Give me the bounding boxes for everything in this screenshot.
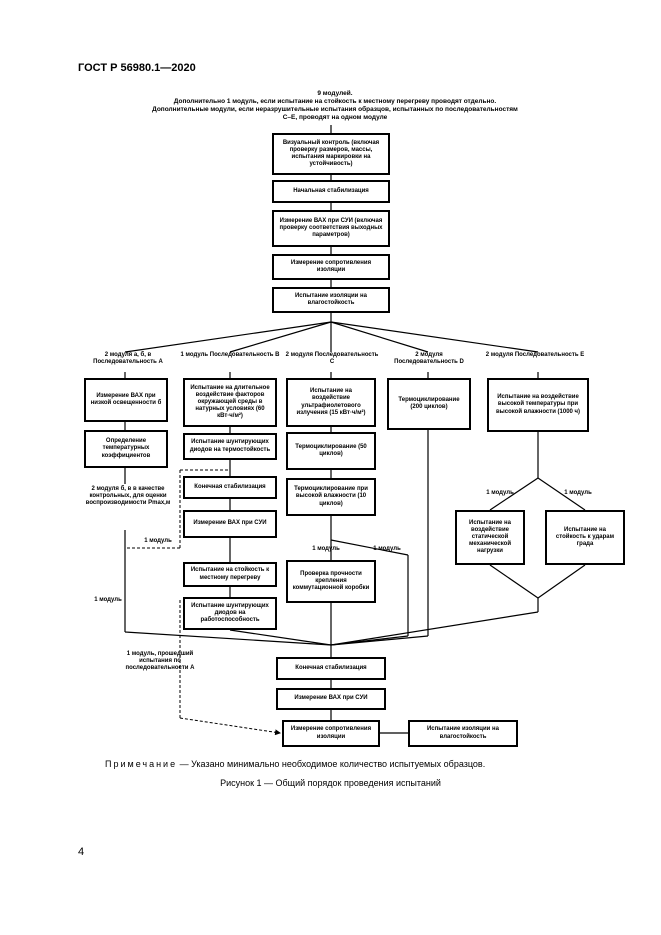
seq-b-iv-measurement: Измерение ВАХ при СУИ: [183, 510, 277, 538]
box-final-wet-insulation: Испытание изоляции на влагостойкость: [408, 720, 518, 747]
seq-a-control-label: 2 модуля б, в в качестве контрольных, дл…: [85, 486, 171, 507]
box-insulation-resistance: Измерение сопротивления изоляции: [272, 254, 390, 280]
seq-c-label-2: 1 модуль: [373, 546, 401, 552]
seq-c-junction-box: Проверка прочности крепления коммутацион…: [286, 560, 376, 603]
intro-line-1: 9 модулей.: [317, 90, 353, 97]
seq-b-bypass-diode-function: Испытание шунтирующих диодов на работосп…: [183, 597, 277, 630]
seq-e-title: 2 модуля Последовательность E: [485, 352, 585, 358]
seq-b-outdoor-exposure: Испытание на длительное воздействие факт…: [183, 378, 277, 427]
intro-line-3: Дополнительные модули, если неразрушител…: [152, 106, 518, 122]
box-initial-stabilization: Начальная стабилизация: [272, 180, 390, 203]
document-header: ГОСТ Р 56980.1—2020: [78, 62, 196, 74]
seq-a-label-1: 1 модуль: [144, 538, 172, 544]
box-iv-measurement: Измерение ВАХ при СУИ (включая проверку …: [272, 210, 390, 247]
note-text: — Указано минимально необходимое количес…: [177, 759, 486, 769]
seq-b-hotspot: Испытание на стойкость к местному перегр…: [183, 562, 277, 587]
box-final-iv: Измерение ВАХ при СУИ: [276, 688, 386, 710]
intro-text: 9 модулей. Дополнительно 1 модуль, если …: [150, 90, 520, 123]
seq-b-final-stabilization: Конечная стабилизация: [183, 476, 277, 499]
seq-a-temp-coefficients: Определение температурных коэффициентов: [84, 430, 168, 468]
seq-d-title: 2 модуля Последовательность D: [394, 352, 464, 366]
seq-a-carryover-label: 1 модуль, прошедший испытания по последо…: [125, 651, 195, 672]
box-wet-insulation: Испытание изоляции на влагостойкость: [272, 287, 390, 313]
seq-a-label-2: 1 модуль: [94, 597, 122, 603]
seq-b-title: 1 модуль Последовательность B: [180, 352, 280, 358]
seq-b-bypass-diode-thermal: Испытание шунтирующих диодов на термосто…: [183, 433, 277, 460]
seq-a-title: 2 модуля а, б, в Последовательность A: [93, 352, 163, 366]
intro-line-2: Дополнительно 1 модуль, если испытание н…: [173, 98, 497, 106]
seq-e-damp-heat: Испытание на воздействие высокой темпера…: [487, 378, 589, 432]
seq-d-thermal-cycling-200: Термоциклирование (200 циклов): [387, 378, 471, 430]
seq-c-uv-exposure: Испытание на воздействие ультрафиолетово…: [286, 378, 376, 427]
seq-c-humidity-freeze: Термоциклирование при высокой влажности …: [286, 478, 376, 516]
seq-e-hail: Испытание на стойкость к ударам града: [545, 510, 625, 565]
seq-c-title: 2 модуля Последовательность C: [285, 352, 379, 366]
box-final-insulation: Измерение сопротивления изоляции: [282, 720, 380, 747]
figure-note: Примечание — Указано минимально необходи…: [105, 759, 485, 769]
page-number: 4: [78, 846, 85, 858]
seq-e-mechanical-load: Испытание на воздействие статической мех…: [455, 510, 525, 565]
note-label: Примечание: [105, 759, 178, 769]
seq-a-low-irradiance: Измерение ВАХ при низкой освещенности б: [84, 378, 168, 422]
seq-c-label-1: 1 модуль: [312, 546, 340, 552]
seq-e-label-1: 1 модуль: [486, 490, 514, 496]
box-final-stabilization: Конечная стабилизация: [276, 657, 386, 680]
seq-e-label-2: 1 модуль: [564, 490, 592, 496]
figure-caption: Рисунок 1 — Общий порядок проведения исп…: [220, 778, 441, 788]
box-visual-inspection: Визуальный контроль (включая проверку ра…: [272, 133, 390, 175]
seq-c-thermal-cycling-50: Термоциклирование (50 циклов): [286, 432, 376, 470]
